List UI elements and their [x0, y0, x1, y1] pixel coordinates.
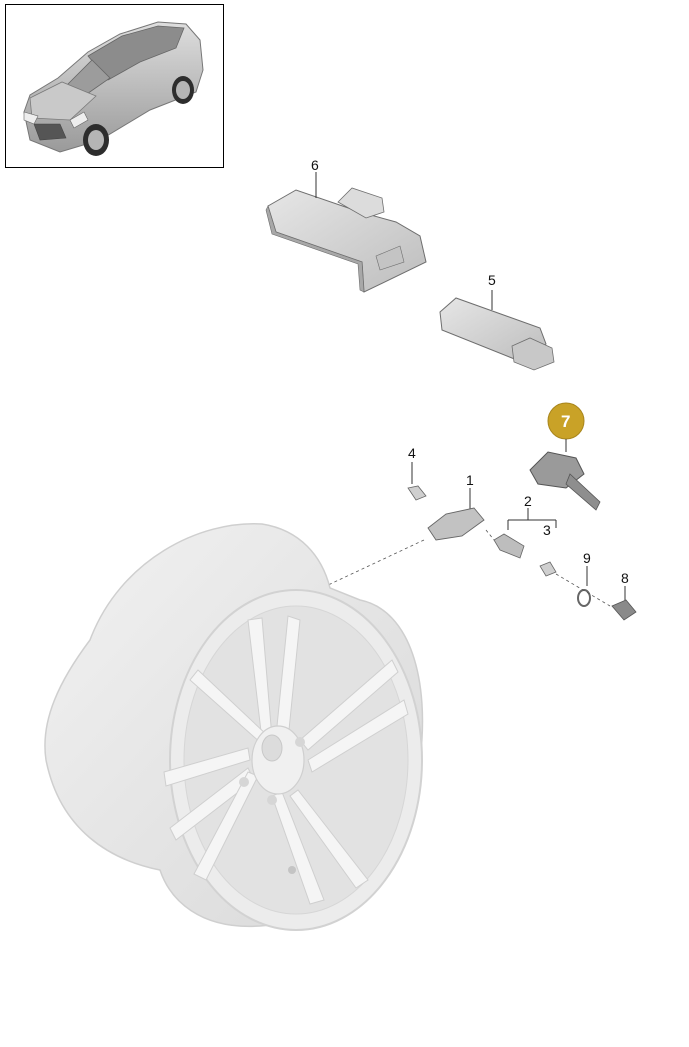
label-6: 6: [311, 157, 319, 173]
label-9: 9: [583, 550, 591, 566]
part-4-screw: [407, 462, 427, 501]
label-4: 4: [408, 445, 416, 461]
assembly-line-cap: [555, 573, 611, 607]
label-1: 1: [466, 472, 474, 488]
label-5: 5: [488, 272, 496, 288]
part-2-3-valve: [493, 508, 557, 577]
label-7: 7: [561, 412, 570, 431]
label-3: 3: [543, 522, 551, 538]
wheel-rim: [44, 523, 424, 931]
part-5-control-unit: [439, 290, 555, 371]
part-6-bracket: [265, 172, 427, 293]
car-illustration: [23, 21, 204, 156]
part-9-washer: [577, 566, 591, 607]
assembly-line-valve: [485, 529, 495, 541]
part-8-valve-cap: [611, 586, 637, 621]
part-1-sensor-bracket: [427, 488, 485, 541]
label-2: 2: [524, 493, 532, 509]
label-8: 8: [621, 570, 629, 586]
part-7-tpms-sensor: [529, 402, 601, 511]
assembly-line-rim: [325, 539, 425, 587]
